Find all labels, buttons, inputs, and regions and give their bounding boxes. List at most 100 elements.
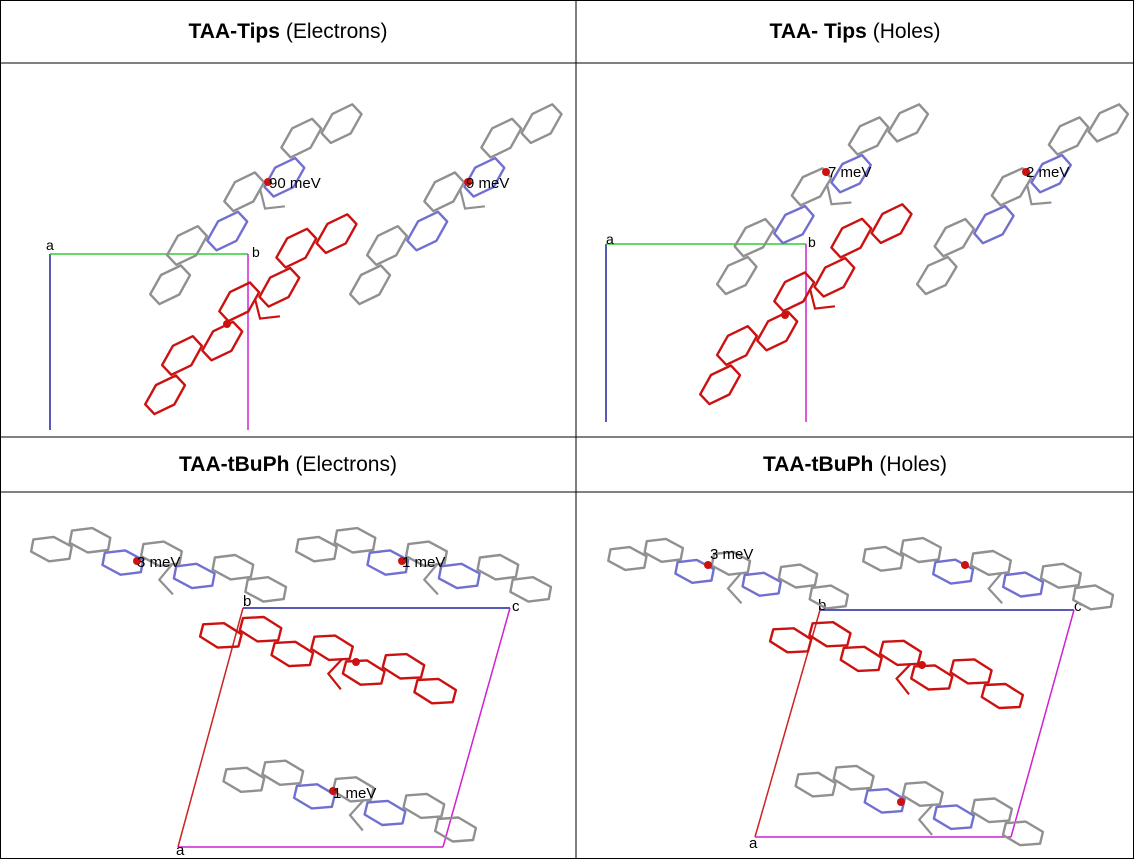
axis-label: b xyxy=(243,593,251,610)
molecule-ring xyxy=(932,558,975,585)
molecule-ring xyxy=(148,264,192,306)
centroid-dot xyxy=(223,320,231,328)
molecule-ring xyxy=(990,167,1033,207)
molecule-neighbour xyxy=(715,103,930,296)
molecule-ring xyxy=(970,797,1014,824)
molecule-ring xyxy=(607,545,648,572)
molecule-ring xyxy=(270,640,315,668)
axis-c-line xyxy=(442,607,511,848)
molecule-substituent xyxy=(348,799,365,832)
molecule-ring xyxy=(280,117,323,159)
molecule-substituent xyxy=(895,663,912,695)
molecule-neighbour xyxy=(915,103,1130,296)
molecule-highlighted xyxy=(698,203,913,406)
molecule-ring xyxy=(733,217,776,258)
molecule-ring xyxy=(794,771,837,798)
crystal-view-tbuph-holes: b c a 3 meV xyxy=(607,536,1115,852)
header-carrier: (Holes) xyxy=(879,452,948,476)
molecule-ring xyxy=(899,536,942,564)
energy-label: 1 meV xyxy=(333,785,376,802)
centroid-dot xyxy=(329,787,337,795)
axis-label: c xyxy=(1074,598,1082,615)
molecule-neighbour xyxy=(349,103,563,306)
energy-label: 90 meV xyxy=(269,175,321,192)
molecule-ring xyxy=(476,553,520,581)
centroid-dot xyxy=(822,168,830,176)
molecule-substituent xyxy=(917,803,934,836)
molecule-ring xyxy=(1030,153,1072,194)
molecule-ring xyxy=(218,281,261,323)
molecule-ring xyxy=(315,213,358,255)
molecule-ring xyxy=(101,549,145,576)
energy-label: 1 meV xyxy=(402,554,445,571)
header-compound: TAA-tBuPh xyxy=(179,452,290,476)
molecule-ring xyxy=(969,549,1012,577)
header-taa-tips-holes: TAA- Tips (Holes) xyxy=(576,0,1134,63)
centroid-dot xyxy=(352,658,360,666)
molecule-neighbour xyxy=(222,759,478,843)
molecule-neighbour xyxy=(29,526,288,603)
molecule-ring xyxy=(29,535,73,563)
molecule-ring xyxy=(413,677,458,705)
molecule-ring xyxy=(777,563,819,589)
molecule-ring xyxy=(1087,103,1130,143)
molecule-ring xyxy=(341,659,386,686)
molecule-ring xyxy=(320,103,363,145)
molecule-substituent xyxy=(422,563,439,596)
molecule-substituent xyxy=(825,183,852,206)
energy-label: 3 meV xyxy=(137,554,180,571)
molecule-ring xyxy=(915,255,958,296)
molecule-ring xyxy=(1047,116,1090,156)
molecule-ring xyxy=(160,335,204,376)
molecule-ring xyxy=(847,116,890,156)
centroid-dot xyxy=(704,561,712,569)
header-carrier: (Electrons) xyxy=(285,19,388,43)
axis-label: a xyxy=(606,231,614,247)
molecule-ring xyxy=(198,621,243,649)
molecule-ring xyxy=(773,204,815,245)
molecule-substituent xyxy=(326,658,344,690)
molecule-ring xyxy=(830,153,872,194)
molecule-ring xyxy=(331,776,375,803)
axis-label: a xyxy=(749,835,758,852)
molecule-ring xyxy=(830,217,873,259)
molecule-ring xyxy=(1039,562,1082,589)
molecule-ring xyxy=(263,156,306,198)
molecule-ring xyxy=(294,535,338,563)
molecule-ring xyxy=(258,266,301,308)
molecule-ring xyxy=(143,374,187,416)
header-compound: TAA-tBuPh xyxy=(762,452,874,476)
centroid-dot xyxy=(781,311,789,319)
molecule-ring xyxy=(172,562,216,590)
molecule-ring xyxy=(292,783,336,810)
molecule-ring xyxy=(808,584,850,610)
centroid-dot xyxy=(918,661,926,669)
molecule-ring xyxy=(887,103,930,143)
molecule-ring xyxy=(402,792,446,820)
molecule-ring xyxy=(381,652,426,680)
axis-label: c xyxy=(512,598,520,615)
molecule-ring xyxy=(870,203,913,245)
molecule-ring xyxy=(363,799,407,827)
header-taa-tbuph-holes: TAA-tBuPh (Holes) xyxy=(576,437,1134,492)
molecule-ring xyxy=(832,764,875,791)
molecule-substituent xyxy=(253,298,281,320)
energy-label: 3 meV xyxy=(710,546,753,563)
molecule-neighbour xyxy=(862,536,1115,611)
molecule-ring xyxy=(768,627,813,654)
molecule-ring xyxy=(808,620,852,648)
molecule-neighbour xyxy=(794,764,1045,847)
molecule-ring xyxy=(366,549,410,576)
axis-label: b xyxy=(808,234,816,250)
molecule-neighbour xyxy=(294,526,553,603)
molecule-ring xyxy=(813,256,856,298)
molecule-ring xyxy=(773,271,816,313)
molecule-ring xyxy=(509,575,553,603)
axis-label: b xyxy=(252,244,260,260)
molecule-ring xyxy=(933,217,976,258)
molecule-ring xyxy=(165,224,209,267)
centroid-dot xyxy=(398,557,406,565)
molecule-ring xyxy=(437,562,481,590)
axis-label: a xyxy=(176,842,185,859)
